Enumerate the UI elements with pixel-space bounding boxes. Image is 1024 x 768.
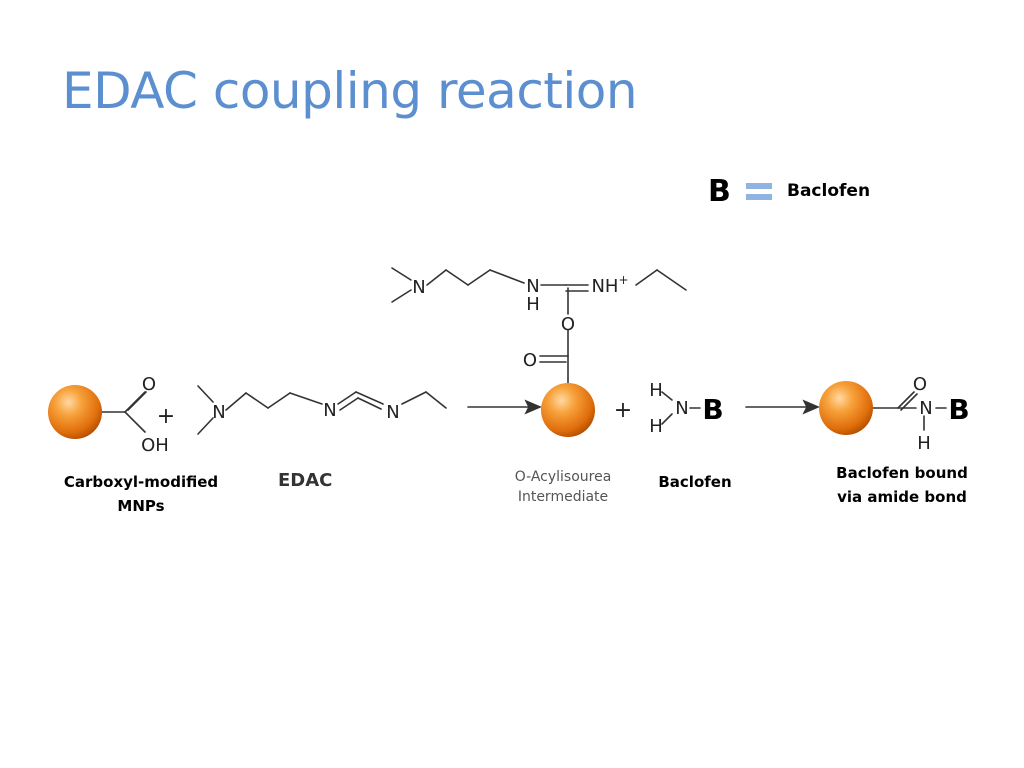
equals-icon bbox=[746, 183, 772, 201]
atom-h-int: H bbox=[526, 294, 540, 315]
slide-title: EDAC coupling reaction bbox=[62, 62, 638, 120]
atom-n-product: N bbox=[919, 398, 932, 419]
atom-o-ester: O bbox=[561, 314, 575, 335]
atom-n-int-2: N bbox=[526, 276, 539, 297]
atom-n-edac-3: N bbox=[386, 402, 399, 423]
caption-mnp-line1: Carboxyl-modified bbox=[63, 473, 219, 491]
caption-product-line2: via amide bond bbox=[837, 488, 967, 506]
caption-edac: EDAC bbox=[278, 470, 333, 491]
caption-product-line1: Baclofen bound bbox=[836, 464, 968, 482]
legend-symbol: B bbox=[708, 174, 731, 209]
atom-o-product: O bbox=[913, 374, 927, 395]
atom-o-carboxyl: O bbox=[142, 374, 156, 395]
atom-nh-plus-int: NH+ bbox=[591, 273, 628, 297]
atom-n-baclofen: N bbox=[675, 398, 688, 419]
mnp-particle-intermediate bbox=[541, 383, 595, 437]
caption-intermediate: O-Acylisourea Intermediate bbox=[498, 467, 628, 507]
baclofen-b-product: B bbox=[948, 393, 969, 426]
atom-h-baclofen-2: H bbox=[649, 416, 663, 437]
plus-sign-1: + bbox=[157, 404, 175, 429]
caption-mnp: Carboxyl-modified MNPs bbox=[60, 470, 222, 518]
caption-baclofen: Baclofen bbox=[658, 473, 732, 491]
atom-n-edac-1: N bbox=[212, 402, 225, 423]
atom-oh-carboxyl: OH bbox=[141, 435, 169, 456]
caption-mnp-line2: MNPs bbox=[117, 497, 165, 515]
caption-product: Baclofen bound via amide bond bbox=[826, 461, 978, 509]
atom-h-product: H bbox=[917, 433, 931, 454]
mnp-particle-product bbox=[819, 381, 873, 435]
atom-o-carbonyl-int: O bbox=[523, 350, 537, 371]
mnp-particle-reactant bbox=[48, 385, 102, 439]
atom-n-edac-2: N bbox=[323, 400, 336, 421]
atom-n-int-1: N bbox=[412, 277, 425, 298]
plus-sign-2: + bbox=[614, 398, 632, 423]
legend-meaning: Baclofen bbox=[787, 181, 871, 201]
baclofen-b-reactant: B bbox=[702, 393, 723, 426]
caption-intermediate-line1: O-Acylisourea bbox=[514, 469, 612, 485]
atom-h-baclofen-1: H bbox=[649, 380, 663, 401]
caption-intermediate-line2: Intermediate bbox=[517, 489, 609, 505]
